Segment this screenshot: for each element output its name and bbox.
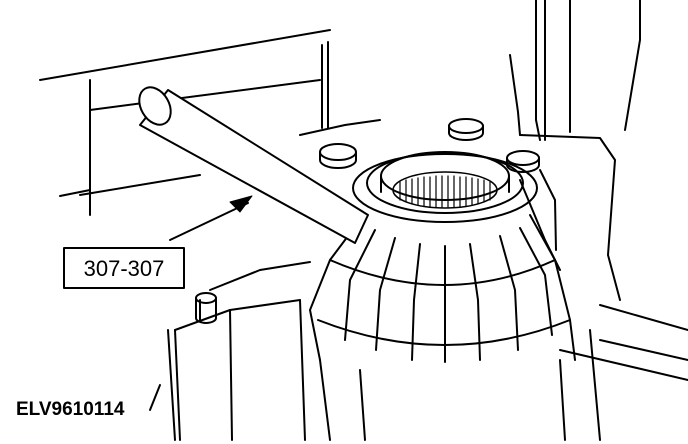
transfer-case-flange [299,118,561,271]
output-housing [309,151,576,363]
figure-id-label: ELV9610114 [16,399,125,420]
callout-leader-arrow [169,202,249,241]
output-shaft-splines [399,175,491,208]
callout-box [63,247,185,289]
case-body-lower [167,261,688,441]
callout-arrowhead [229,195,253,213]
callout-tool-number: 307-307 [84,256,165,281]
figure-id-leader [149,384,161,411]
tool-307-307-cylinder [138,86,369,244]
housing-background [39,0,641,301]
